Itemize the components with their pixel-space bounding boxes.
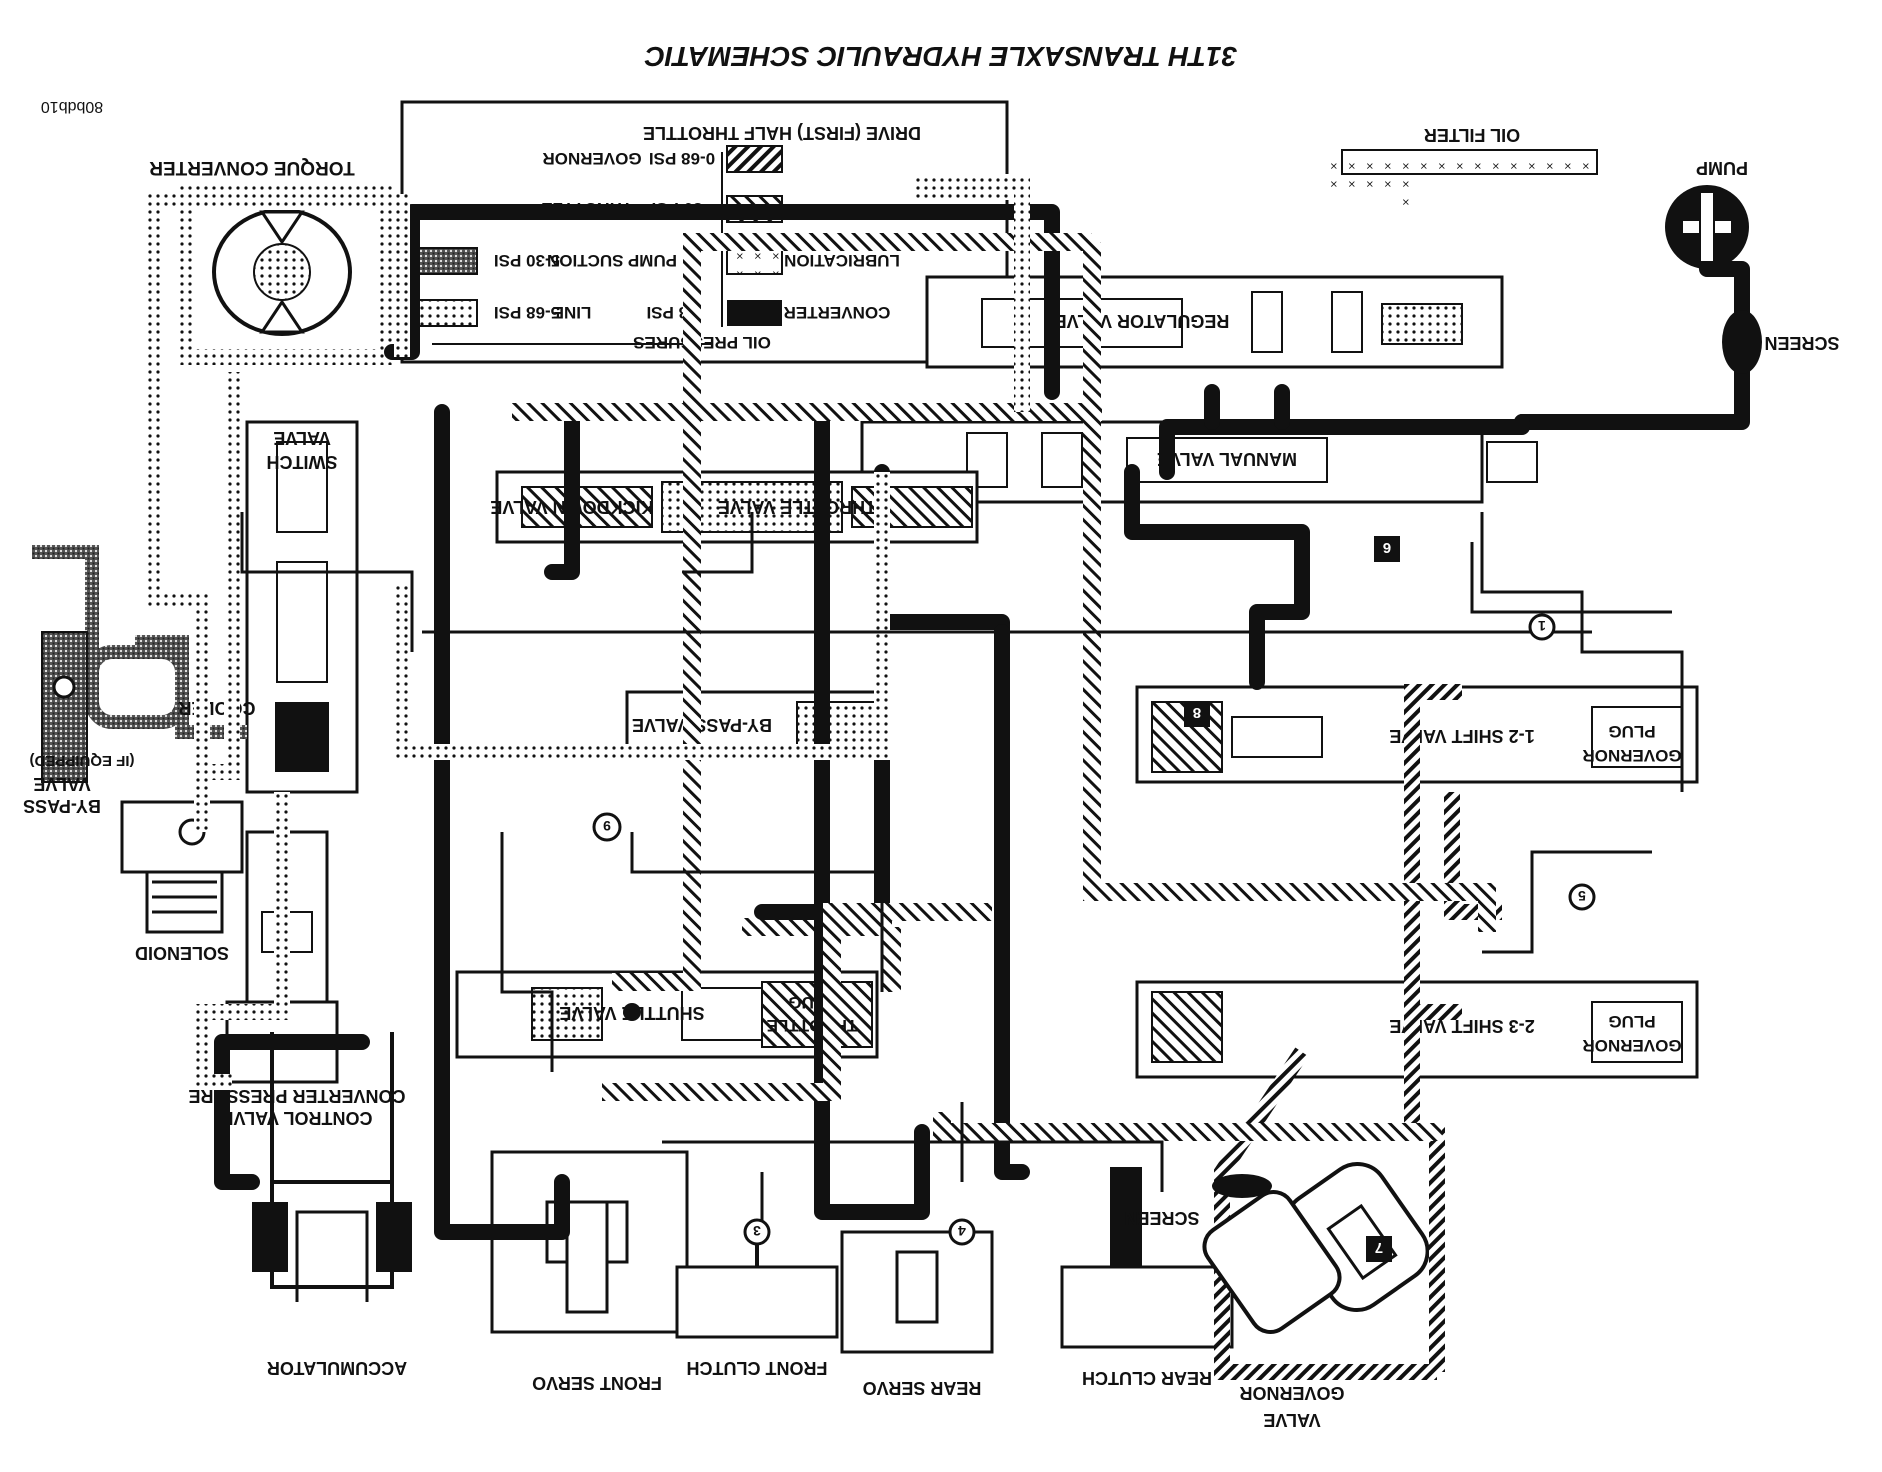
schematic-title: 31TH TRANSAXLE HYDRAULIC SCHEMATIC bbox=[644, 41, 1237, 72]
image-code: 80bdb10 bbox=[41, 98, 103, 115]
bypass-valve-label: BY-PASS VALVE bbox=[632, 715, 772, 735]
gov-plug-12-label-1: GOVERNOR bbox=[1582, 746, 1681, 765]
governor-valve-label-2: VALVE bbox=[1263, 1410, 1320, 1430]
other-passages bbox=[240, 512, 1684, 1232]
bypass-valve-left[interactable]: BY-PASS VALVE (IF EQUIPPED) bbox=[23, 752, 244, 934]
rear-servo: REAR SERVO bbox=[840, 1230, 994, 1398]
screen-top-label: SCREEN bbox=[1764, 333, 1839, 353]
bypass-left-label-1: BY-PASS bbox=[23, 796, 101, 816]
screen-bottom-label: SCREEN bbox=[1124, 1208, 1199, 1228]
converter-passages bbox=[144, 174, 1030, 1090]
rear-servo-label: REAR SERVO bbox=[863, 1378, 982, 1398]
shift-1-2-label: 1-2 SHIFT VALVE bbox=[1389, 726, 1534, 746]
check-ball-1: 1 bbox=[1528, 613, 1556, 641]
screen-top: SCREEN bbox=[1514, 261, 1840, 430]
cooler: COOLER bbox=[32, 545, 256, 783]
rear-clutch: REAR CLUTCH bbox=[1060, 1167, 1234, 1388]
pump-label: PUMP bbox=[1696, 158, 1748, 178]
gov-plug-23-label-2: PLUG bbox=[1608, 1012, 1655, 1031]
throttle-plug-label-1: THROTTLE bbox=[767, 1016, 858, 1035]
check-ball-9: 9 bbox=[592, 812, 622, 842]
svg-text:9: 9 bbox=[603, 818, 611, 834]
svg-text:5-68 PSI: 5-68 PSI bbox=[494, 303, 560, 322]
svg-text:7: 7 bbox=[1375, 1239, 1383, 1256]
svg-text:GOVERNOR: GOVERNOR bbox=[542, 149, 641, 168]
check-ball-5: 5 bbox=[1568, 883, 1596, 911]
check-ball-4: 4 bbox=[948, 1218, 976, 1246]
legend-lubrication: LUBRICATION 5-30 PSI bbox=[416, 247, 900, 275]
svg-text:LUBRICATION: LUBRICATION bbox=[784, 251, 900, 270]
cpc-label-2: CONTROL VALVE bbox=[221, 1108, 372, 1128]
torque-converter: TORQUE CONVERTER bbox=[149, 157, 395, 365]
svg-text:6: 6 bbox=[1383, 539, 1391, 556]
legend-governor: GOVERNOR 0-68 PSI bbox=[542, 145, 783, 173]
pump: PUMP bbox=[1665, 158, 1749, 269]
cooler-label: COOLER bbox=[178, 698, 255, 718]
bypass-left-label-3: (IF EQUIPPED) bbox=[29, 752, 134, 769]
oil-pressure-legend: DRIVE (FIRST) HALF THROTTLE OIL PRESSURE… bbox=[400, 100, 1009, 364]
switch-valve-label-2: VALVE bbox=[273, 428, 330, 448]
shift-2-3-label: 2-3 SHIFT VALVE bbox=[1389, 1016, 1534, 1036]
accumulator-label: ACCUMULATOR bbox=[267, 1358, 407, 1378]
oil-filter: OIL FILTER bbox=[1331, 125, 1598, 212]
svg-text:1: 1 bbox=[1538, 618, 1546, 634]
gov-plug-23-label-1: GOVERNOR bbox=[1582, 1036, 1681, 1055]
legend-mode: DRIVE (FIRST) HALF THROTTLE bbox=[643, 123, 921, 143]
throttle-valve-label: THROTTLE VALVE bbox=[718, 497, 876, 517]
check-ball-7: 7 bbox=[1366, 1236, 1392, 1262]
accumulator: ACCUMULATOR bbox=[252, 1032, 412, 1378]
throttle-passages bbox=[512, 233, 1496, 1141]
torque-converter-label: TORQUE CONVERTER bbox=[149, 157, 355, 178]
regulator-valve[interactable]: REGULATOR VALVE bbox=[925, 275, 1504, 369]
oil-filter-label: OIL FILTER bbox=[1424, 125, 1520, 145]
gov-plug-12-label-2: PLUG bbox=[1608, 722, 1655, 741]
svg-text:0-68 PSI: 0-68 PSI bbox=[649, 149, 715, 168]
check-ball-3: 3 bbox=[743, 1218, 771, 1246]
bypass-left-label-2: VALVE bbox=[33, 774, 90, 794]
legend-pump-suction: PUMP SUCTION bbox=[547, 247, 783, 275]
governor-valve-label-1: GOVERNOR bbox=[1239, 1383, 1344, 1403]
svg-text:3: 3 bbox=[753, 1223, 761, 1239]
svg-text:4: 4 bbox=[958, 1223, 966, 1239]
svg-text:5-30 PSI: 5-30 PSI bbox=[494, 251, 560, 270]
svg-text:5: 5 bbox=[1578, 888, 1586, 904]
legend-converter: CONVERTER 5-68 PSI bbox=[416, 299, 891, 327]
front-servo: FRONT SERVO bbox=[490, 1150, 689, 1393]
solenoid-label: SOLENOID bbox=[135, 943, 229, 963]
legend-heading: OIL PRESSURES bbox=[633, 333, 771, 352]
switch-valve-label-1: SWITCH bbox=[267, 452, 338, 472]
check-ball-6: 6 bbox=[1374, 536, 1400, 562]
svg-text:PUMP SUCTION: PUMP SUCTION bbox=[547, 251, 677, 270]
front-servo-label: FRONT SERVO bbox=[532, 1373, 662, 1393]
rear-clutch-label: REAR CLUTCH bbox=[1082, 1368, 1212, 1388]
regulator-valve-label: REGULATOR VALVE bbox=[1055, 311, 1230, 331]
shuttle-valve-label: SHUTTLE VALVE bbox=[559, 1003, 704, 1023]
front-clutch: FRONT CLUTCH bbox=[675, 1232, 839, 1378]
check-ball-8: 8 bbox=[1184, 701, 1210, 727]
svg-text:CONVERTER: CONVERTER bbox=[784, 303, 891, 322]
governor-valve: GOVERNOR VALVE bbox=[1202, 1047, 1437, 1430]
front-clutch-label: FRONT CLUTCH bbox=[687, 1358, 828, 1378]
cpc-label-1: CONVERTER PRESSURE bbox=[188, 1086, 405, 1106]
switch-valve[interactable]: SWITCH VALVE bbox=[245, 420, 359, 794]
svg-text:LINE: LINE bbox=[553, 303, 592, 322]
svg-text:8: 8 bbox=[1193, 704, 1201, 721]
check-balls: 1 3 4 5 6 7 8 9 bbox=[592, 536, 1596, 1262]
screen-bottom: SCREEN bbox=[1124, 1174, 1272, 1228]
manual-valve-label: MANUAL VALVE bbox=[1157, 449, 1297, 469]
